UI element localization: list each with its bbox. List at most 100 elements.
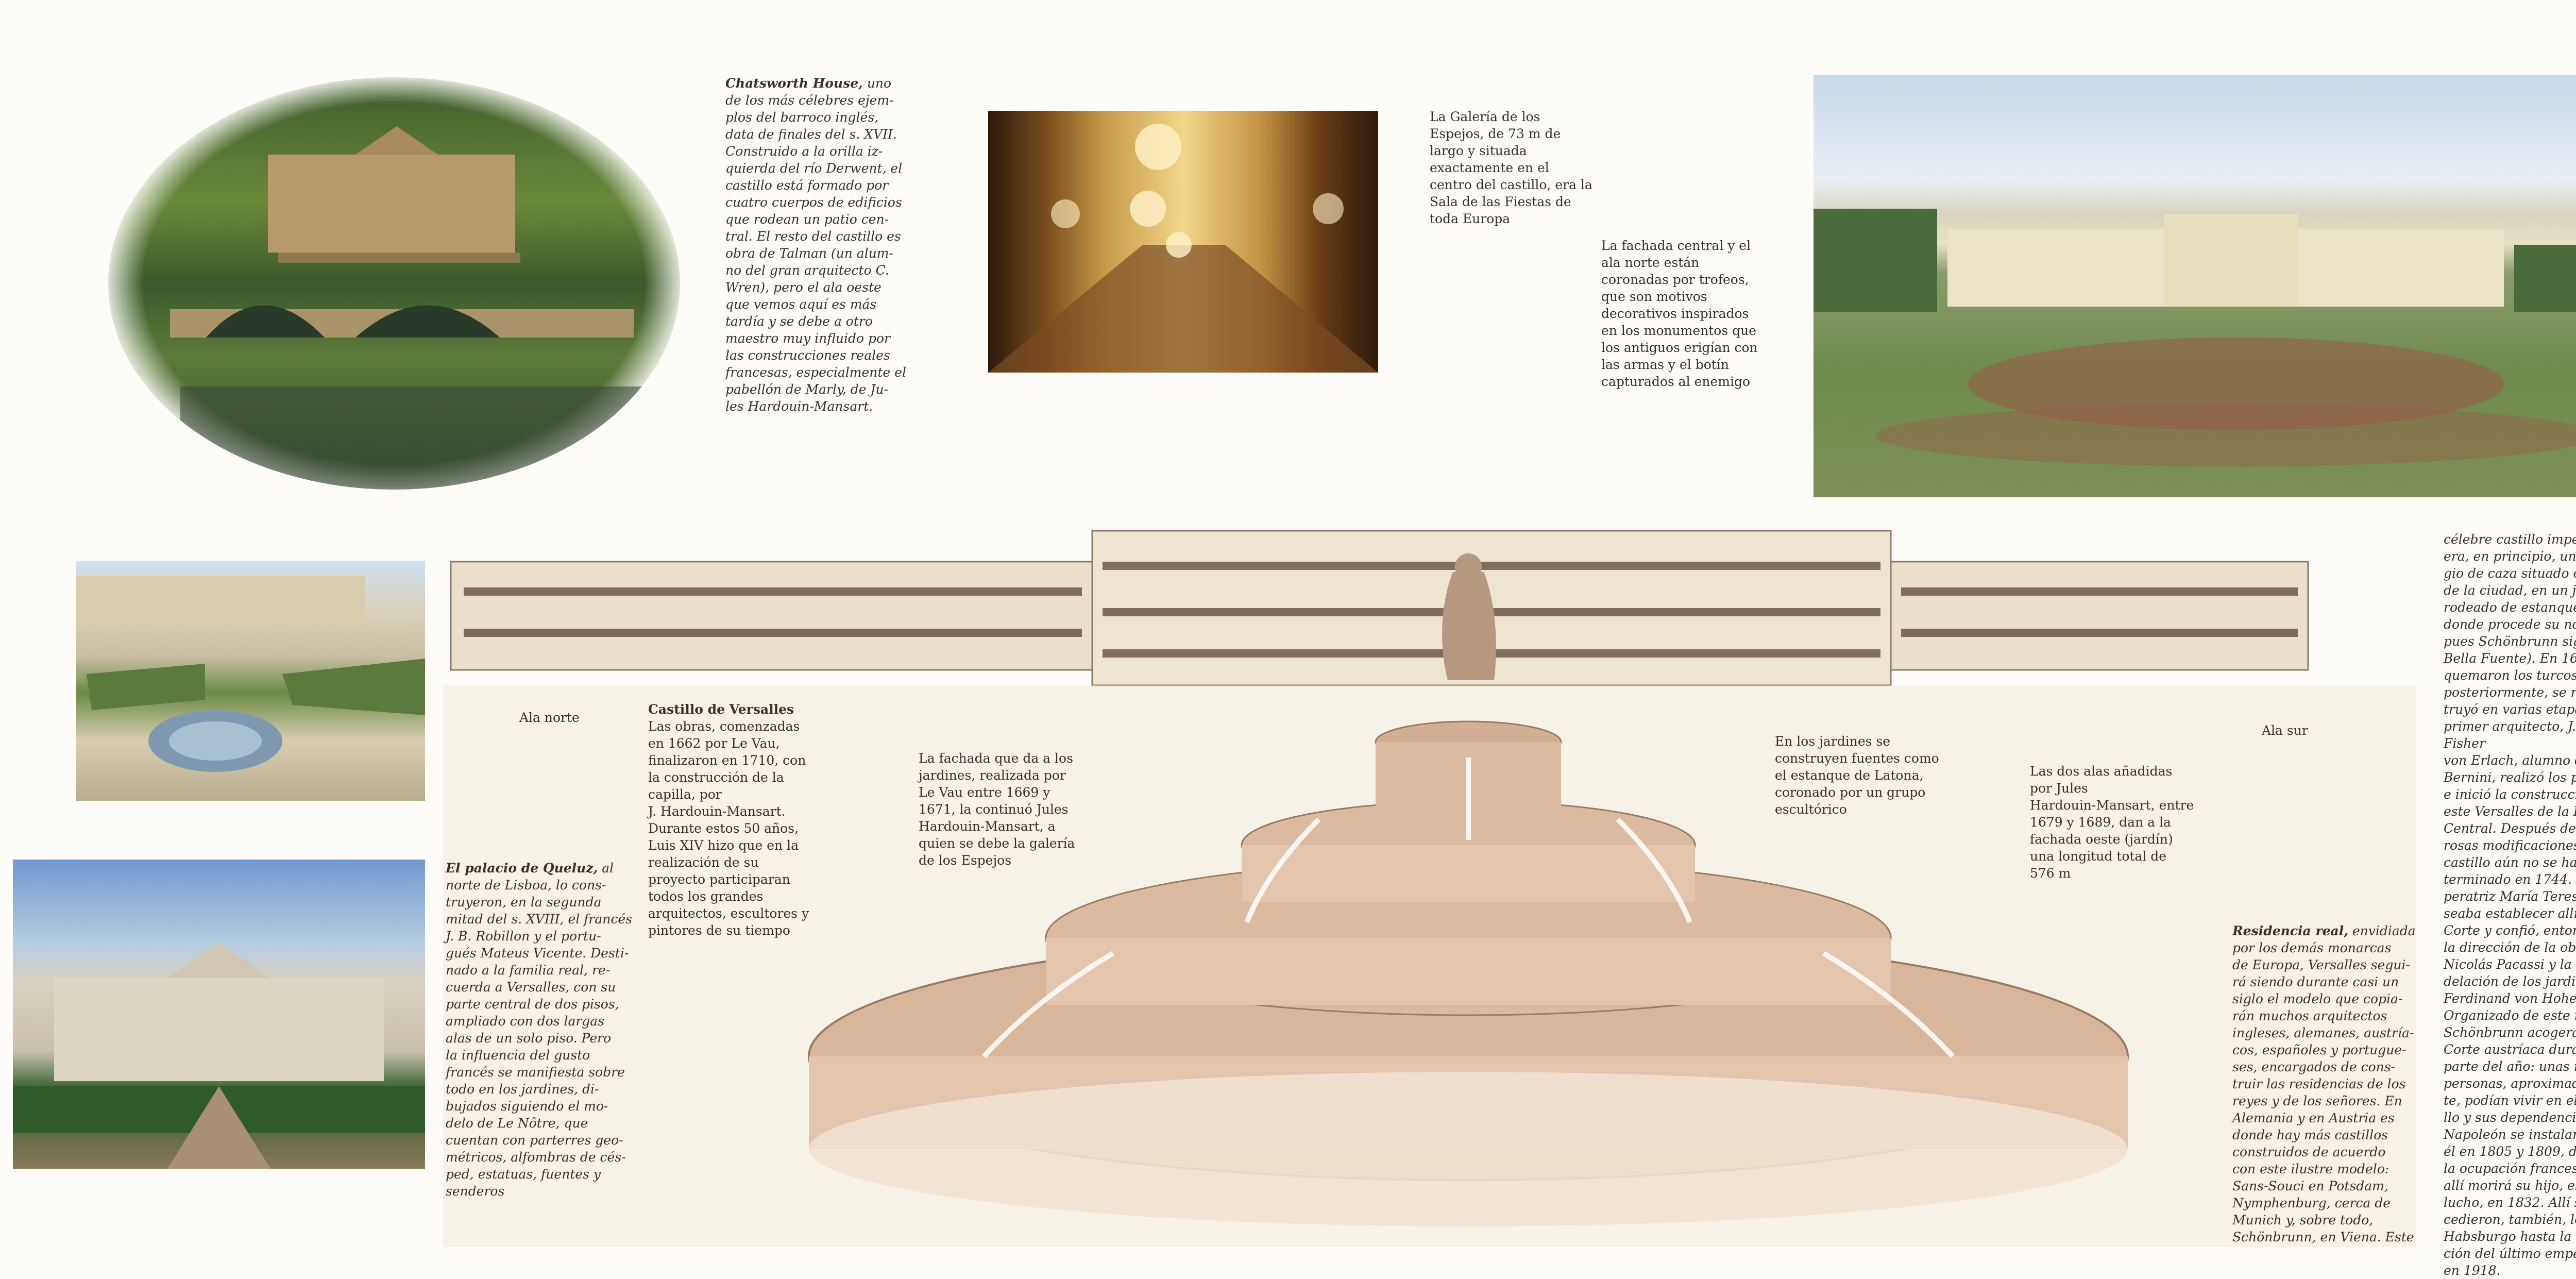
residencia-line: ses, encargados de cons- [2232,1059,2396,1074]
fachada-line: las armas y el botín [1601,357,1729,372]
schonbrunn-line: Corte y confió, entonces, [2444,923,2576,938]
residencia-line: ingleses, alemanes, austría- [2232,1025,2414,1040]
residencia-line: siglo el modelo que copia- [2232,991,2403,1006]
queluz-line: todo en los jardines, di- [446,1082,599,1097]
residencia-line: de Europa, Versalles segui- [2232,957,2410,972]
schonbrunn-line: la ocupación francesa, y [2444,1161,2576,1176]
residencia-line: truir las residencias de los [2232,1076,2406,1091]
chatsworth-line: Construido a la orilla iz- [725,144,883,159]
fuentes-line: En los jardines se [1775,734,1891,749]
schonbrunn-line: parte del año: unas mil [2444,1059,2576,1074]
residencia-line: rán muchos arquitectos [2232,1008,2387,1023]
queluz-line: alas de un solo piso. Pero [446,1031,612,1046]
alas-line: fachada oeste (jardín) [2030,832,2173,847]
schonbrunn-line: Napoleón se instalará en [2444,1127,2576,1142]
castillo-line: Luis XIV hizo que en la [648,838,799,853]
chatsworth-line: que rodean un patio cen- [725,212,889,227]
schonbrunn-line: era, en principio, un refu- [2444,549,2576,564]
residencia-line: Sans-Souci en Potsdam, [2232,1179,2388,1193]
fuentes-caption: En los jardines se construyen fuentes co… [1775,733,1945,818]
chatsworth-line: les Hardouin-Mansart. [725,399,873,414]
chatsworth-line: uno [867,76,892,91]
chatsworth-line: obra de Talman (un alum- [725,246,893,261]
residencia-line: reyes y de los señores. En [2232,1093,2402,1108]
jardines-line: de los Espejos [919,853,1012,868]
schonbrunn-line: célebre castillo imperial [2444,532,2576,547]
residencia-line: cos, españoles y portugue- [2232,1042,2406,1057]
chatsworth-line: francesas, especialmente el [725,365,906,380]
castillo-line: finalizaron en 1710, con [648,753,806,768]
jardines-line: La fachada que da a los [919,751,1073,766]
galeria-line: largo y situada [1430,143,1527,158]
schonbrunn-line: la dirección de la obra a [2444,940,2576,955]
residencia-line: rá siendo durante casi un [2232,974,2399,989]
schonbrunn-line: Corte austríaca durante [2444,1042,2576,1057]
schonbrunn-line: donde procede su nombre, [2444,617,2576,632]
chatsworth-caption: Chatsworth House, uno de los más célebre… [725,75,921,415]
queluz-line: senderos [446,1184,505,1199]
queluz-line: gués Mateus Vicente. Desti- [446,946,629,961]
fachada-line: coronadas por trofeos, [1601,272,1749,287]
jardines-line: Le Vau entre 1669 y [919,785,1050,800]
ala-norte-label: Ala norte [519,710,580,725]
schonbrunn-line: te, podían vivir en el casti- [2444,1093,2576,1108]
versailles-illustration-drawing [443,530,2416,1247]
fachada-line: los antiguos erigían con [1601,340,1758,355]
schonbrunn-line: este Versalles de la Europa [2444,804,2576,819]
chatsworth-line: de los más célebres ejem- [725,93,894,108]
queluz-line: métricos, alfombras de cés- [446,1150,626,1165]
residencia-line: donde hay más castillos [2232,1127,2388,1142]
jardines-line: 1671, la continuó Jules [919,802,1069,817]
fachada-line: capturados al enemigo [1601,374,1751,389]
queluz-line: parte central de dos pisos, [446,997,619,1012]
residencia-line: por los demás monarcas [2232,940,2392,955]
queluz-line: al [602,861,614,876]
chatsworth-line: quierda del río Derwent, el [725,161,903,176]
alas-line: 576 m [2030,866,2071,881]
castillo-line: J. Hardouin-Mansart. [648,804,786,819]
schonbrunn-caption: célebre castillo imperial era, en princi… [2444,531,2576,1279]
hall-of-mirrors-photo [988,111,1378,373]
queluz-line: la influencia del gusto [446,1048,590,1063]
alas-line: 1679 y 1689, dan a la [2030,815,2171,830]
alas-caption: Las dos alas añadidas por Jules Hardouin… [2030,763,2195,882]
fachada-line: decorativos inspirados [1601,306,1749,321]
jardines-line: Hardouin-Mansart, a [919,819,1056,834]
queluz-line: norte de Lisboa, lo cons- [446,878,606,893]
galeria-line: Espejos, de 73 m de [1430,126,1561,141]
chatsworth-photo [108,77,680,490]
schonbrunn-line: peratriz María Teresa de- [2444,889,2576,904]
hall-of-mirrors-drawing [988,124,1378,373]
fuentes-line: el estanque de Latona, [1775,768,1924,783]
schonbrunn-line: gio de caza situado cerca [2444,566,2576,581]
schonbrunn-line: Bernini, realizó los planos [2444,770,2576,785]
chatsworth-drawing [170,126,644,490]
queluz-caption: El palacio de Queluz, al norte de Lisboa… [446,860,636,1200]
fachada-caption: La fachada central y el ala norte están … [1601,237,1766,390]
schonbrunn-line: seaba establecer allí su [2444,906,2576,921]
queluz-line: cuerda a Versalles, con su [446,980,616,995]
versailles-aerial-photo [76,561,425,801]
schonbrunn-line: rodeado de estanques (de [2444,600,2576,615]
schonbrunn-line: Habsburgo hasta la abdica- [2444,1229,2576,1244]
schonbrunn-line: terminado en 1744. La em- [2444,872,2576,887]
castillo-line: arquitectos, escultores y [648,906,809,921]
schonbrunn-line: llo y sus dependencias. [2444,1110,2576,1125]
residencia-line: Munich y, sobre todo, [2232,1213,2374,1227]
queluz-drawing [13,942,425,1169]
schonbrunn-line: castillo aún no se había [2444,855,2576,870]
schonbrunn-line: posteriormente, se recons- [2444,685,2576,700]
castillo-line: en 1662 por Le Vau, [648,736,780,751]
queluz-line: J. B. Robillon y el portu- [446,929,601,944]
chatsworth-line: pabellón de Marly, de Ju- [725,382,889,397]
castillo-line: la construcción de la [648,770,784,785]
fuentes-line: construyen fuentes como [1775,751,1939,766]
residencia-line: construidos de acuerdo [2232,1145,2386,1159]
queluz-line: bujados siguiendo el mo- [446,1099,608,1114]
schonbrunn-line: quemaron los turcos y, [2444,668,2576,683]
residencia-caption: Residencia real, envidiada por los demás… [2232,922,2423,1246]
schonbrunn-line: allí morirá su hijo, el Agui- [2444,1178,2576,1193]
queluz-photo [13,860,425,1169]
residencia-line: con este ilustre modelo: [2232,1162,2389,1176]
